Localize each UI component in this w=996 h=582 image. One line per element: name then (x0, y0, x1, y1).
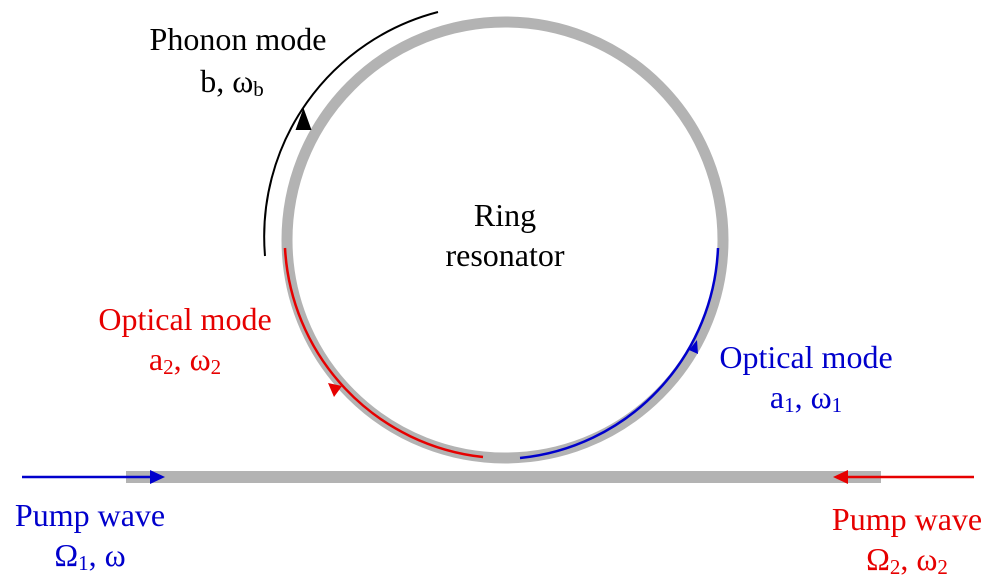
pump-left-symbols: Ω1, ω (54, 537, 125, 575)
pump-right-symbol-sub: 2 (890, 555, 901, 579)
ring-label-line1: Ring (474, 197, 536, 233)
mode2-symbol-base: a (149, 341, 163, 377)
mode1-symbol-sub: 1 (784, 393, 795, 417)
pump-right-title: Pump wave (832, 501, 982, 537)
phonon-arrowhead (295, 108, 312, 130)
mode1-freq-sub: 1 (832, 393, 843, 417)
phonon-symbol: b (200, 63, 216, 99)
mode1-symbol-base: a (770, 379, 784, 415)
optical-mode-2-arc (283, 247, 484, 459)
optical-mode-1-title: Optical mode (719, 339, 892, 375)
optical-mode-2-symbols: a2, ω2 (149, 341, 221, 379)
phonon-freq-sub: b (253, 77, 264, 101)
mode1-separator: , (795, 379, 811, 415)
optical-mode-1-arc (519, 247, 720, 460)
pump-left-title: Pump wave (15, 497, 165, 533)
ring-waveguide (281, 16, 729, 464)
optical-mode-2-arrowhead (328, 383, 342, 397)
optical-mode-2-title: Optical mode (98, 301, 271, 337)
pump-right-symbol-base: Ω (866, 541, 890, 577)
pump-right-separator: , (900, 541, 916, 577)
pump-left-separator: , (89, 537, 105, 573)
mode2-freq-sub: 2 (211, 355, 222, 379)
pump-left-arrowhead (150, 470, 165, 484)
pump-right-symbols: Ω2, ω2 (866, 541, 948, 579)
pump-left-symbol-base: Ω (54, 537, 78, 573)
mode2-separator: , (174, 341, 190, 377)
pump-right-arrowhead (833, 470, 848, 484)
phonon-mode-symbols: b, ωb (200, 63, 264, 101)
optical-mode-1-symbols: a1, ω1 (770, 379, 842, 417)
optical-mode-1-arrowhead (689, 340, 698, 354)
pump-left-freq: ω (105, 537, 126, 573)
mode2-freq-base: ω (190, 341, 211, 377)
phonon-mode-arc (263, 11, 439, 257)
phonon-freq-base: ω (232, 63, 253, 99)
phonon-mode-title: Phonon mode (150, 21, 327, 57)
pump-right-freq-base: ω (916, 541, 937, 577)
bus-waveguide (126, 471, 881, 483)
pump-right-freq-sub: 2 (937, 555, 948, 579)
pump-left-symbol-sub: 1 (78, 551, 89, 575)
ring-label-line2: resonator (445, 237, 564, 273)
mode1-freq-base: ω (811, 379, 832, 415)
phonon-separator: , (216, 63, 232, 99)
mode2-symbol-sub: 2 (163, 355, 174, 379)
